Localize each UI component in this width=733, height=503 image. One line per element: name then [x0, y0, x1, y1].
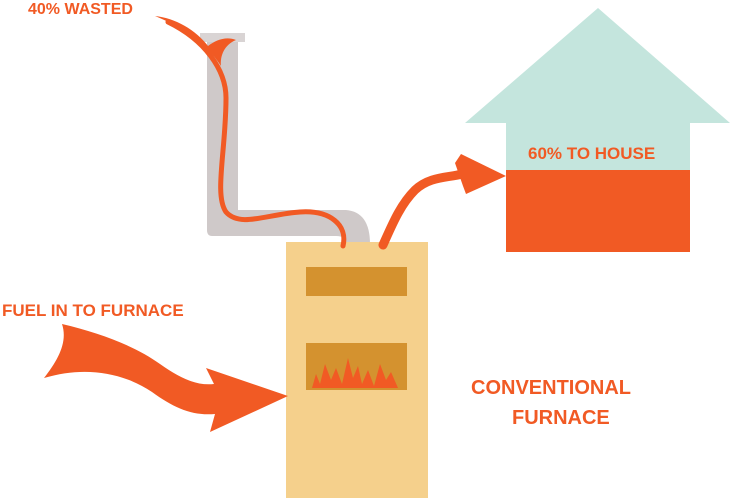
- furnace-title: CONVENTIONAL FURNACE: [471, 373, 631, 433]
- chimney-pipe: [207, 42, 370, 244]
- furnace-title-line1: CONVENTIONAL: [471, 377, 631, 399]
- fuel-arrow: [44, 324, 288, 432]
- wasted-arrow: [155, 16, 347, 249]
- house-arrow-shaft: [378, 169, 467, 250]
- wasted-label: 40% WASTED: [28, 1, 133, 18]
- wasted-arrowhead-icon: [155, 16, 236, 66]
- to-house-label: 60% TO HOUSE: [528, 144, 656, 163]
- furnace: [286, 242, 428, 498]
- fuel-in-label: FUEL IN TO FURNACE: [2, 301, 184, 320]
- house-body: [506, 170, 690, 252]
- house-arrow: [378, 154, 506, 250]
- fuel-arrow-body: [44, 324, 288, 432]
- wasted-arrow-shaft: [165, 19, 347, 249]
- furnace-vent: [306, 267, 407, 296]
- flame-icon: [312, 358, 398, 388]
- chimney-cap: [200, 33, 245, 42]
- furnace-title-line2: FURNACE: [512, 407, 610, 429]
- house: [465, 8, 730, 252]
- house-roof: [465, 8, 730, 170]
- house-arrowhead-icon: [455, 154, 506, 194]
